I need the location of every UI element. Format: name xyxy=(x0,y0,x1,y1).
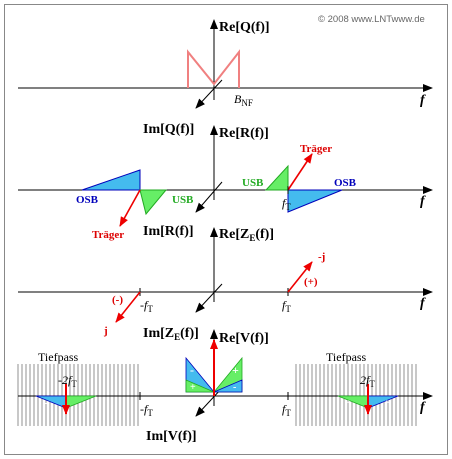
p2-osb-right-label: OSB xyxy=(334,177,357,189)
p2-f-label: f xyxy=(420,194,426,209)
panel-3: Re[ZE(f)] Im[ZE(f)] f -fT fT -j j (-) (+… xyxy=(18,227,433,342)
p4-center-lower-right xyxy=(213,379,243,393)
p2-carrier-right xyxy=(287,153,313,191)
p1-im-label: Im[Q(f)] xyxy=(143,122,194,137)
p4-sign-center-plus-left: + xyxy=(190,382,196,393)
p2-usb-right xyxy=(264,164,289,191)
p4-sign-left-minus2: - xyxy=(82,398,85,409)
p2-ft-label: fT xyxy=(282,196,291,212)
p4-im-label: Im[V(f)] xyxy=(146,429,197,444)
p4-re-label: Re[V(f)] xyxy=(219,331,269,346)
panel-2: Re[R(f)] Im[R(f)] f fT OSB USB USB OSB T… xyxy=(18,125,433,241)
p3-j: j xyxy=(103,325,108,337)
p3-arrow-right xyxy=(287,261,313,293)
p2-traeger-bottom: Träger xyxy=(92,229,124,241)
p4-sign-left-minus: - xyxy=(44,398,47,409)
p4-center-lower-left xyxy=(185,379,215,393)
p4-f-label: f xyxy=(420,400,426,415)
p2-osb-left-label: OSB xyxy=(76,194,99,206)
p3-paren-plus: (+) xyxy=(304,276,318,288)
copyright: © 2008 www.LNTwww.de xyxy=(318,14,425,25)
p4-pos-2ft-label: 2fT xyxy=(360,373,375,389)
tiefpass-left-hatch xyxy=(17,364,139,426)
p2-im-axis xyxy=(195,181,223,213)
panel-4: Re[V(f)] Im[V(f)] f Tiefpass Tiefpass -2… xyxy=(17,329,433,444)
p4-sign-center-minus-right: - xyxy=(233,382,236,393)
p2-im-label: Im[R(f)] xyxy=(143,224,194,239)
p4-sign-center-plus-right: + xyxy=(232,363,239,377)
p4-ft-label: fT xyxy=(282,402,291,418)
p4-im-axis xyxy=(195,387,223,417)
p3-im-label: Im[ZE(f)] xyxy=(143,326,199,342)
p2-traeger-top: Träger xyxy=(300,143,332,155)
p3-paren-minus: (-) xyxy=(112,294,123,306)
p4-sign-right-plus2: + xyxy=(384,398,390,409)
p4-sign-right-plus: + xyxy=(346,398,352,409)
tiefpass-right-hatch xyxy=(295,364,417,426)
p1-im-axis xyxy=(195,79,223,109)
p3-ft-label: fT xyxy=(282,298,291,314)
p2-osb-left xyxy=(81,169,141,191)
p3-neg-ft-label: -fT xyxy=(140,298,153,314)
p4-neg-2ft-label: -2fT xyxy=(58,373,77,389)
p1-bnf-label: BNF xyxy=(234,92,253,108)
p3-minus-j: -j xyxy=(318,251,325,263)
p4-tiefpass-left: Tiefpass xyxy=(38,350,79,364)
panel-1: Re[Q(f)] Im[Q(f)] f BNF xyxy=(18,19,433,137)
p2-usb-left-label: USB xyxy=(172,194,194,206)
p2-usb-right-label: USB xyxy=(242,177,264,189)
p3-arrow-left xyxy=(115,291,141,323)
p2-osb-right xyxy=(287,189,343,213)
p4-tiefpass-right: Tiefpass xyxy=(326,350,367,364)
p4-neg-ft-label: -fT xyxy=(140,402,153,418)
p2-re-label: Re[R(f)] xyxy=(219,126,269,141)
p3-im-axis xyxy=(195,283,223,313)
p1-f-label: f xyxy=(420,93,426,108)
p3-f-label: f xyxy=(420,296,426,311)
p4-sign-center-minus: - xyxy=(190,363,194,377)
p1-re-label: Re[Q(f)] xyxy=(219,20,270,35)
p2-usb-left xyxy=(139,189,168,216)
p2-carrier-left xyxy=(119,189,141,227)
p1-spectrum xyxy=(187,49,240,88)
p3-re-label: Re[ZE(f)] xyxy=(219,227,274,243)
